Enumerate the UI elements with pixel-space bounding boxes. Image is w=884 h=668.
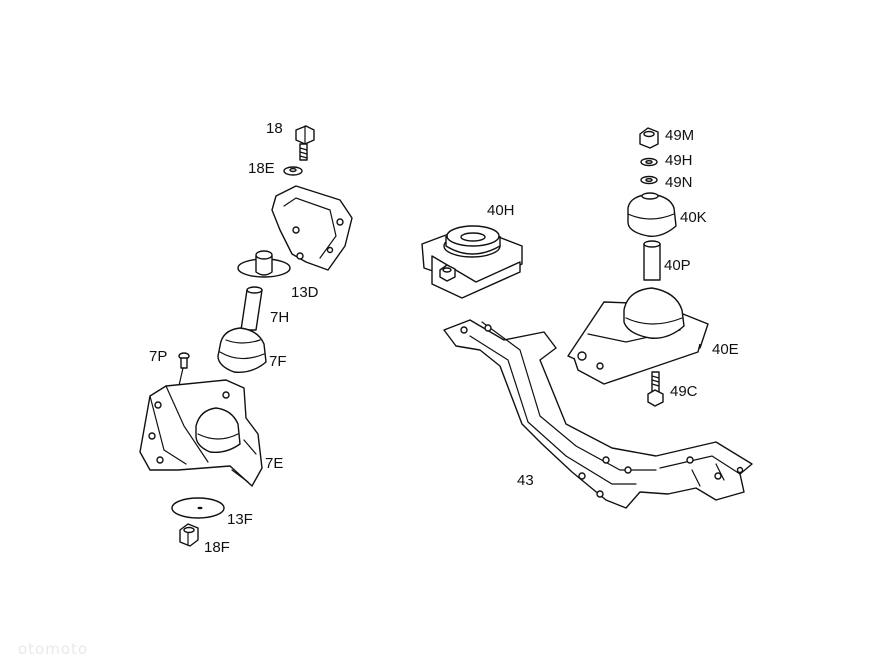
- washer-49n-part: [640, 175, 658, 185]
- label-49m: 49M: [665, 127, 695, 144]
- label-43: 43: [517, 472, 534, 489]
- label-40p: 40P: [664, 257, 691, 274]
- label-13d: 13D: [291, 284, 319, 301]
- nut-49m-part: [639, 127, 659, 149]
- label-7p: 7P: [149, 348, 168, 365]
- bracket-7e-part: [139, 379, 263, 487]
- label-49h: 49H: [665, 152, 693, 169]
- mount-40e-part: [567, 287, 709, 385]
- sleeve-7h-part: [240, 286, 263, 331]
- label-40e: 40E: [712, 341, 739, 358]
- label-7h: 7H: [270, 309, 290, 326]
- label-13f: 13F: [227, 511, 253, 528]
- rubber-40k-part: [627, 192, 677, 237]
- nut-18f-part: [179, 523, 199, 547]
- label-18e: 18E: [248, 160, 275, 177]
- watermark: otomoto: [18, 640, 89, 658]
- washer-13f-part: [171, 497, 225, 519]
- sleeve-40p-part: [643, 240, 661, 281]
- label-18: 18: [266, 120, 283, 137]
- plate-13d-part: [237, 250, 291, 278]
- washer-18e-part: [283, 166, 303, 176]
- label-49n: 49N: [665, 174, 693, 191]
- label-49c: 49C: [670, 383, 698, 400]
- washer-49h-part: [640, 157, 658, 167]
- mount-40h-part: [421, 225, 523, 299]
- label-40k: 40K: [680, 209, 707, 226]
- mount-7f-part: [217, 327, 267, 373]
- label-7f: 7F: [269, 353, 287, 370]
- bracket-13d-part: [271, 185, 353, 271]
- crossmember-43-part: [443, 319, 753, 509]
- label-18f: 18F: [204, 539, 230, 556]
- label-40h: 40H: [487, 202, 515, 219]
- bolt-49c-part: [647, 371, 664, 407]
- bolt-18-part: [295, 125, 315, 161]
- label-7e: 7E: [265, 455, 284, 472]
